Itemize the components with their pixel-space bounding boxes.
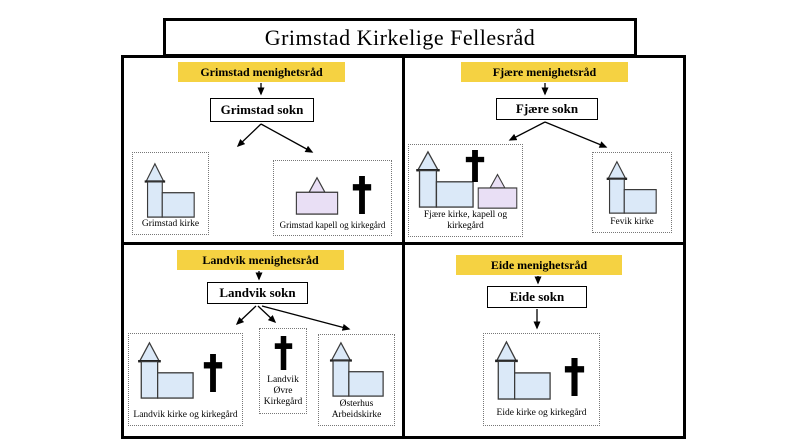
leaf-landvik-ovre: Landvik Øvre Kirkegård [259,328,307,414]
church-icon [416,150,474,208]
church-icon [138,341,194,399]
parish-box-fjaere: Fjære sokn [496,98,598,120]
leaf-eide-kirke: Eide kirke og kirkegård [483,333,600,426]
council-box-eide: Eide menighetsråd [456,255,622,275]
chapel-icon [295,176,339,215]
council-label: Landvik menighetsråd [202,252,319,267]
cross-icon [352,176,372,214]
leaf-fjaere-fevik: Fevik kirke [592,152,672,233]
leaf-grimstad-kapell: Grimstad kapell og kirkegård [273,160,392,236]
parish-box-eide: Eide sokn [487,286,587,308]
council-box-grimstad: Grimstad menighetsråd [178,62,345,82]
leaf-landvik-osterhus: Østerhus Arbeidskirke [318,334,395,426]
parish-label: Fjære sokn [515,101,579,116]
leaf-label: Fjære kirke, kapell og kirkegård [423,210,508,231]
horizontal-divider [124,242,683,245]
leaf-label: Østerhus Arbeidskirke [331,399,382,420]
diagram-title-box: Grimstad Kirkelige Fellesråd [163,18,637,57]
diagram-title: Grimstad Kirkelige Fellesråd [264,24,536,50]
council-box-landvik: Landvik menighetsråd [177,250,344,270]
cross-icon [274,336,293,370]
chapel-icon [477,173,518,209]
leaf-label: Grimstad kapell og kirkegård [279,220,386,230]
church-icon [144,162,195,218]
leaf-landvik-kirke: Landvik kirke og kirkegård [128,333,243,426]
parish-label: Grimstad sokn [220,102,304,117]
leaf-label: Landvik kirke og kirkegård [133,410,238,420]
council-box-fjaere: Fjære menighetsråd [461,62,628,82]
leaf-label: Eide kirke og kirkegård [496,408,587,418]
vertical-divider [402,58,405,436]
leaf-label: Fevik kirke [610,217,654,227]
parish-label: Eide sokn [509,289,565,304]
church-icon [495,340,551,400]
cross-icon [564,358,585,396]
parish-box-landvik: Landvik sokn [207,282,308,304]
council-label: Fjære menighetsråd [492,64,597,79]
leaf-grimstad-kirke: Grimstad kirke [132,152,209,235]
church-icon [606,160,657,214]
church-icon [329,341,384,397]
parish-box-grimstad: Grimstad sokn [210,98,314,122]
leaf-label: Grimstad kirke [141,219,200,229]
leaf-label: Landvik Øvre Kirkegård [263,375,303,407]
council-label: Grimstad menighetsråd [200,64,323,79]
cross-icon [203,354,223,392]
parish-label: Landvik sokn [219,285,296,300]
cross-icon [465,150,485,182]
leaf-fjaere-kirke: Fjære kirke, kapell og kirkegård [408,144,523,237]
council-label: Eide menighetsråd [490,257,588,272]
